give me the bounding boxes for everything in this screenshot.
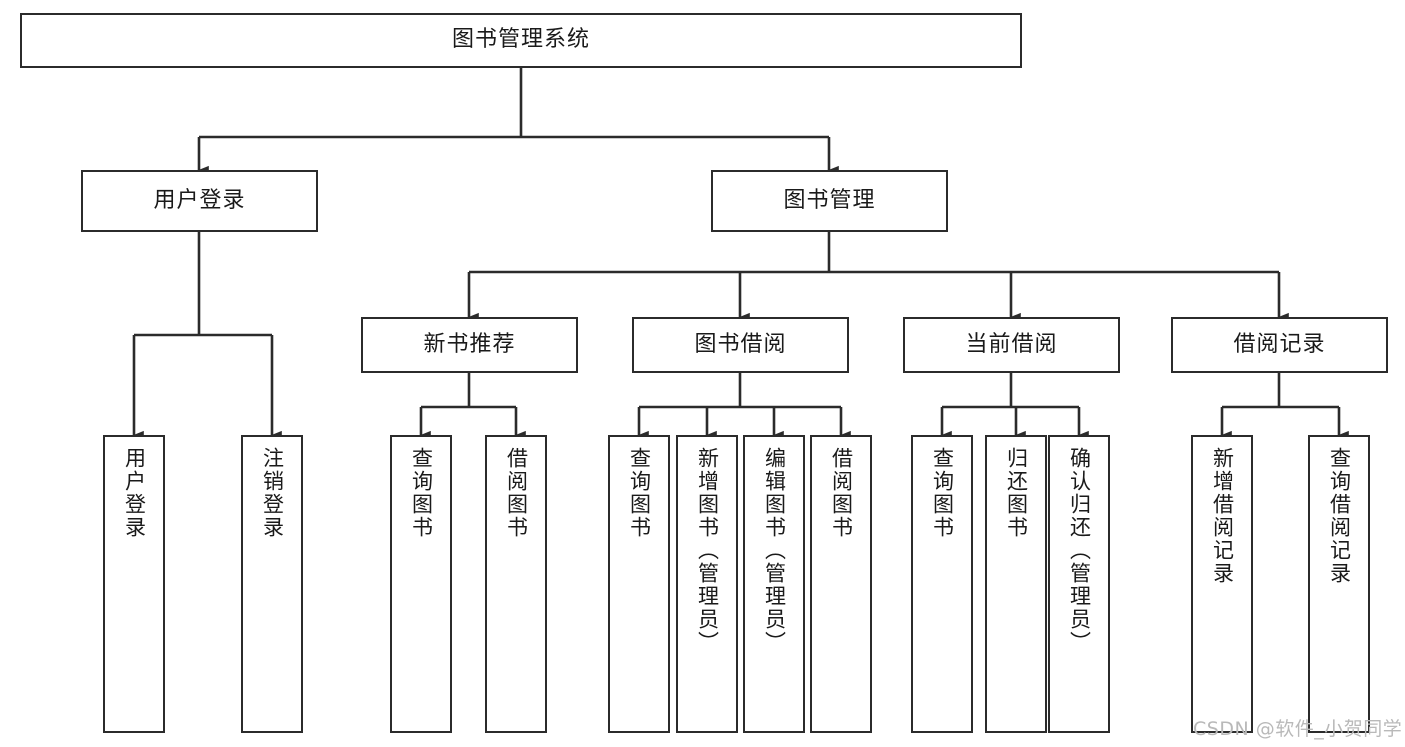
node-leaf-query-record[interactable]: 查询借阅记录 (1308, 435, 1370, 733)
node-label: 图书借阅 (694, 331, 787, 357)
node-leaf-query-book-2[interactable]: 查询图书 (608, 435, 670, 733)
node-label: 图书管理 (783, 187, 876, 213)
node-label: 借阅图书 (829, 447, 854, 539)
node-root-label: 图书管理系统 (451, 27, 590, 53)
csdn-watermark: CSDN @软件_小贺同学 (1193, 718, 1403, 740)
node-label: 归还图书 (1004, 447, 1029, 539)
node-book-manage[interactable]: 图书管理 (711, 170, 948, 232)
node-leaf-edit-book[interactable]: 编辑图书（管理员） (743, 435, 805, 733)
node-leaf-add-book[interactable]: 新增图书（管理员） (676, 435, 738, 733)
node-label: 注销登录 (260, 447, 285, 539)
node-label: 新书推荐 (423, 331, 516, 357)
node-current-borrow[interactable]: 当前借阅 (903, 317, 1120, 373)
node-label: 确认归还（管理员） (1067, 447, 1092, 654)
node-label: 查询图书 (409, 447, 434, 539)
node-label: 借阅记录 (1233, 331, 1326, 357)
node-label: 当前借阅 (965, 331, 1058, 357)
node-user-login[interactable]: 用户登录 (81, 170, 318, 232)
node-leaf-query-book-1[interactable]: 查询图书 (390, 435, 452, 733)
node-leaf-borrow-book-1[interactable]: 借阅图书 (485, 435, 547, 733)
node-leaf-confirm-return[interactable]: 确认归还（管理员） (1048, 435, 1110, 733)
node-label: 借阅图书 (504, 447, 529, 539)
node-label: 查询图书 (627, 447, 652, 539)
node-label: 用户登录 (153, 187, 246, 213)
node-label: 新增借阅记录 (1210, 447, 1235, 585)
node-leaf-return-book[interactable]: 归还图书 (985, 435, 1047, 733)
node-leaf-add-record[interactable]: 新增借阅记录 (1191, 435, 1253, 733)
node-new-book-recommend[interactable]: 新书推荐 (361, 317, 578, 373)
node-book-borrow[interactable]: 图书借阅 (632, 317, 849, 373)
node-root[interactable]: 图书管理系统 (20, 13, 1022, 68)
node-borrow-record[interactable]: 借阅记录 (1171, 317, 1388, 373)
node-label: 查询图书 (930, 447, 955, 539)
node-label: 查询借阅记录 (1327, 447, 1352, 585)
node-leaf-logout[interactable]: 注销登录 (241, 435, 303, 733)
node-leaf-query-book-3[interactable]: 查询图书 (911, 435, 973, 733)
node-label: 新增图书（管理员） (695, 447, 720, 654)
node-label: 编辑图书（管理员） (762, 447, 787, 654)
node-leaf-user-login[interactable]: 用户登录 (103, 435, 165, 733)
node-label: 用户登录 (122, 447, 147, 539)
node-leaf-borrow-book-2[interactable]: 借阅图书 (810, 435, 872, 733)
